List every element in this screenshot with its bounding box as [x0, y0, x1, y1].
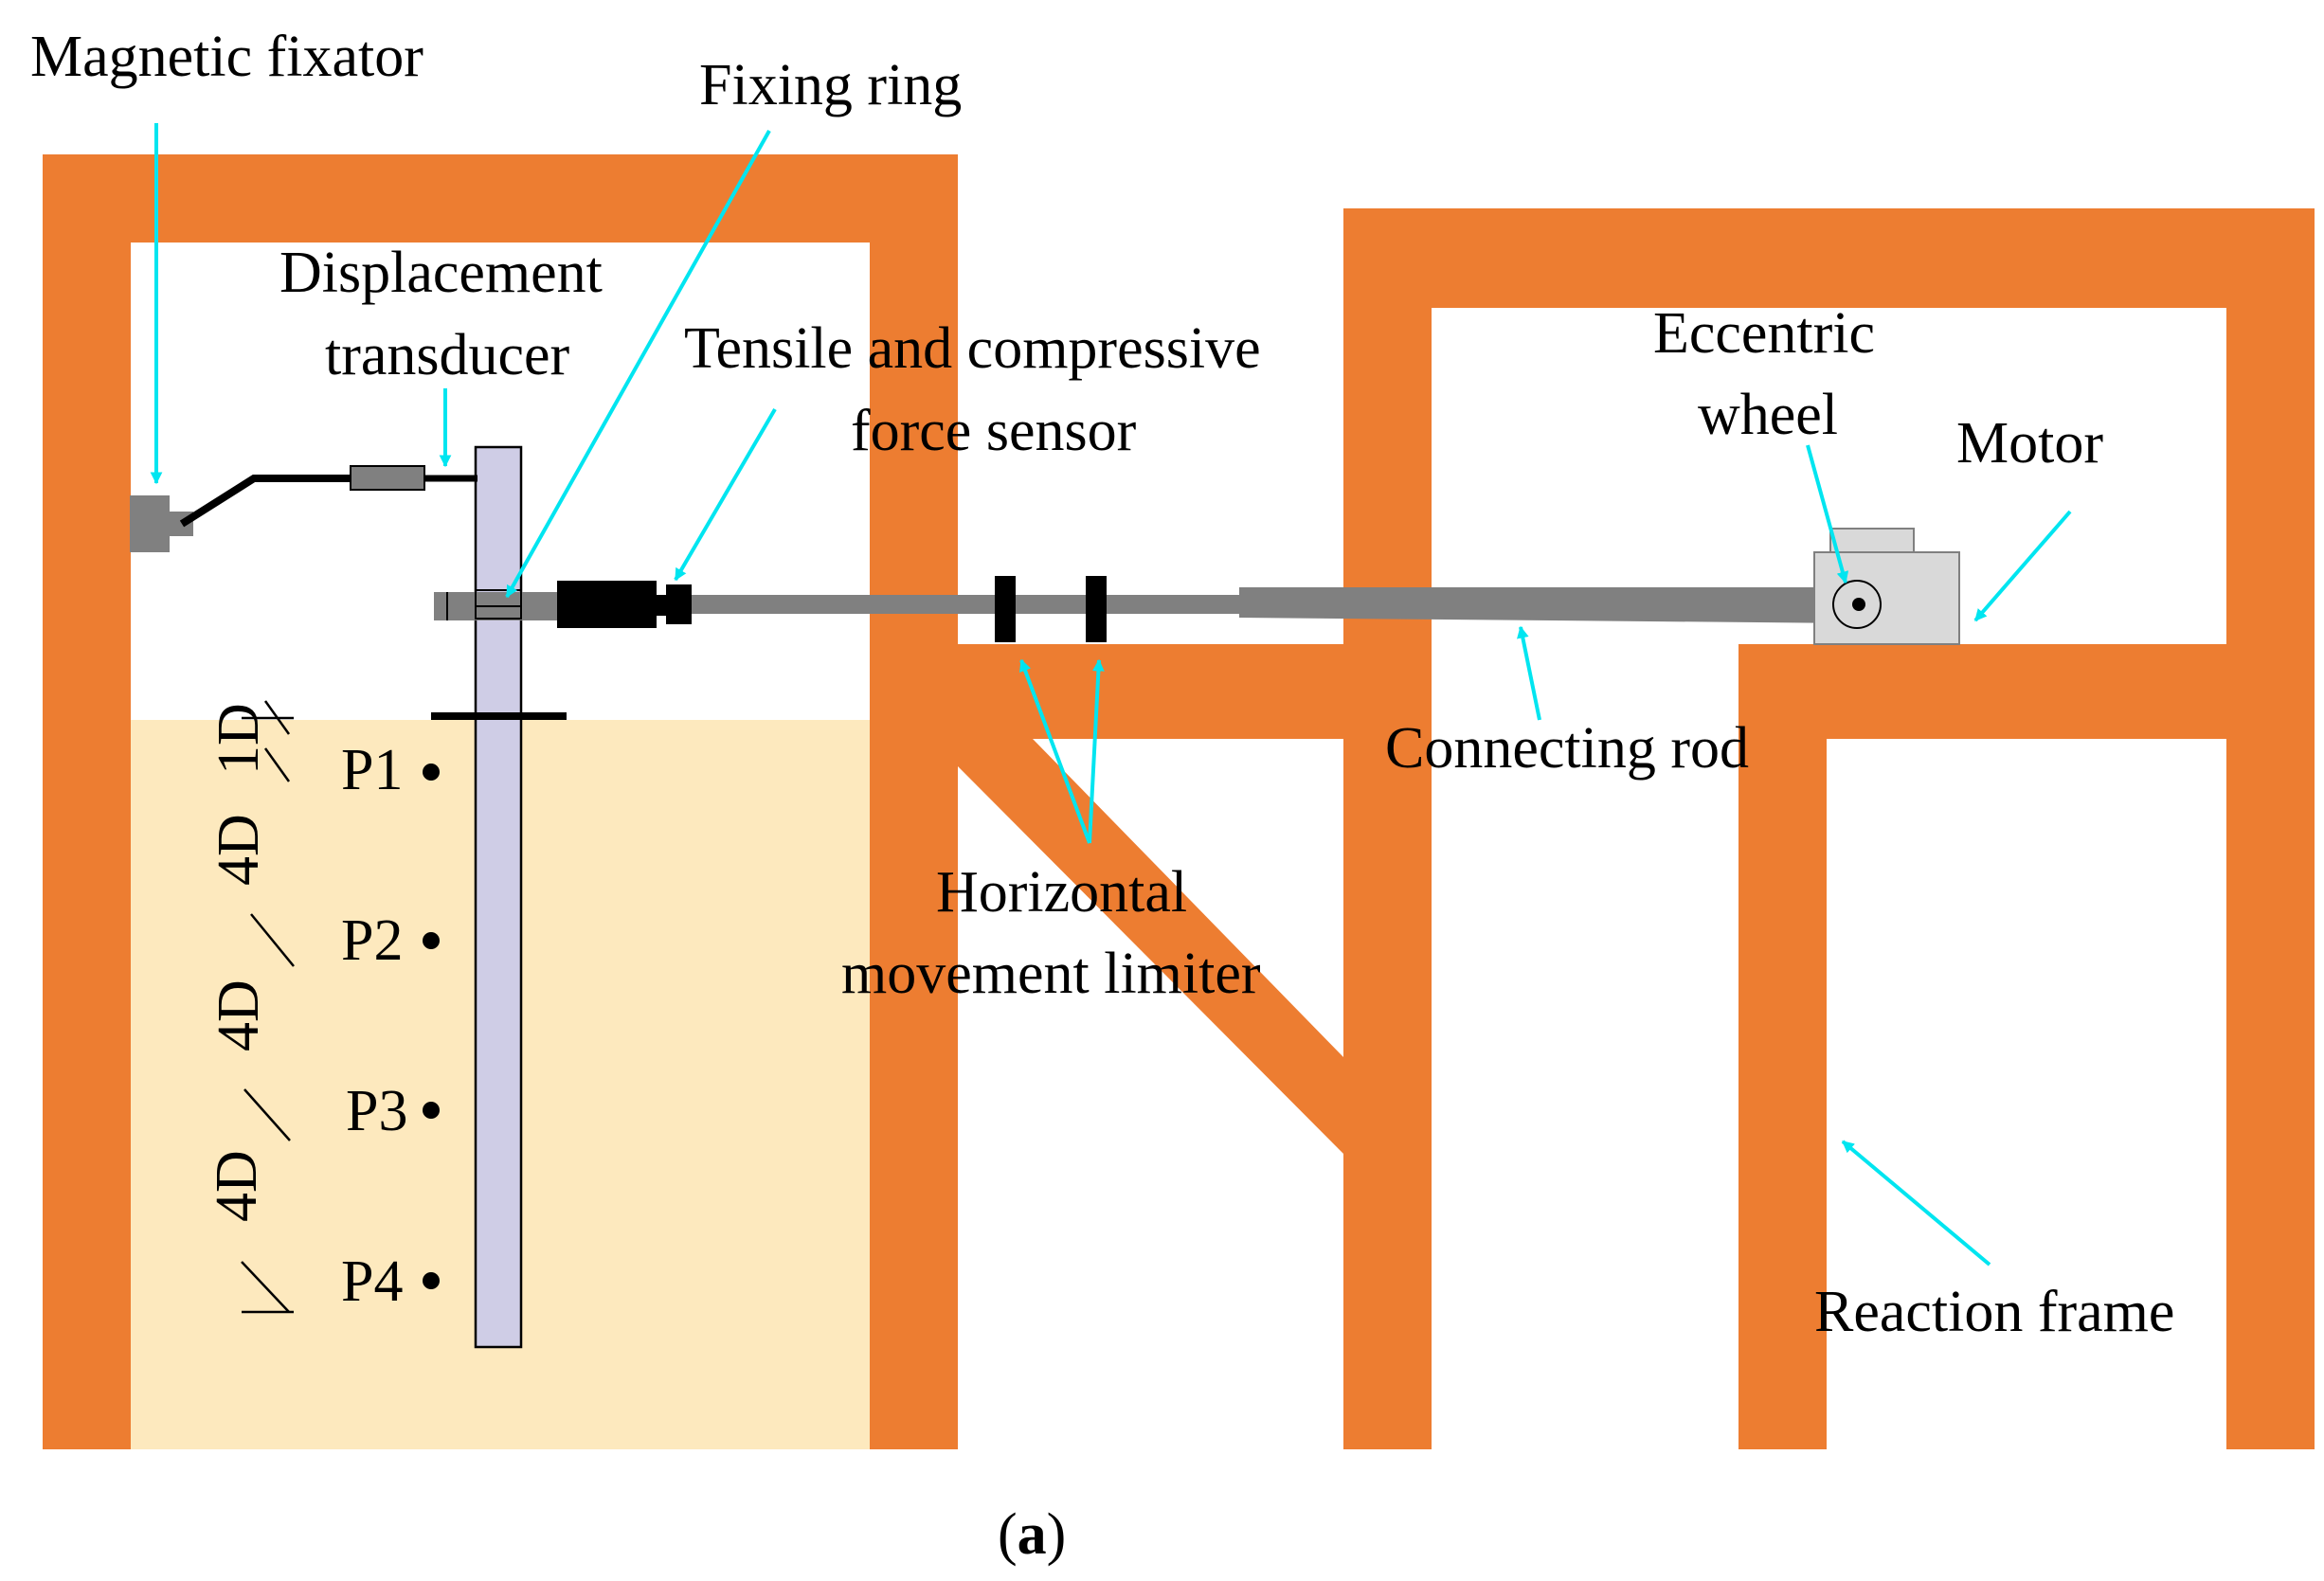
spacing-label-3: 4D [207, 979, 271, 1051]
soil-container-frame [43, 154, 958, 1449]
arrow-connecting-rod [1517, 625, 1541, 721]
figure-caption: (a) [998, 1502, 1066, 1567]
label-limiter-line2: movement limiter [841, 942, 1261, 1006]
arrow-limiter-left [1019, 658, 1091, 844]
label-fixing-ring: Fixing ring [699, 53, 962, 117]
spacing-label-4: 4D [205, 1150, 269, 1222]
arrow-force-sensor [674, 407, 777, 582]
label-displacement-line2: transducer [325, 323, 570, 387]
label-eccentric-line2: wheel [1698, 383, 1838, 447]
label-limiter-line1: Horizontal [936, 860, 1187, 925]
measurement-point-p2: P2 [341, 908, 440, 973]
spacing-label-1: 1D [207, 703, 271, 775]
arrow-eccentric-wheel [1806, 444, 1849, 584]
spacing-dimension-line [241, 700, 295, 1314]
arrow-reaction-frame [1841, 1140, 1991, 1267]
arrow-motor [1973, 510, 2072, 622]
eccentric-wheel [1832, 580, 1882, 629]
label-eccentric-line1: Eccentric [1653, 301, 1875, 366]
svg-text:P3: P3 [346, 1079, 407, 1143]
svg-text:P2: P2 [341, 908, 403, 973]
magnetic-fixator [130, 495, 193, 552]
force-sensor [557, 581, 692, 628]
measurement-point-p4: P4 [341, 1249, 440, 1314]
reaction-frame [1343, 208, 2315, 1449]
displacement-transducer [350, 465, 425, 491]
arrow-fixing-ring [505, 130, 771, 599]
connecting-rod [1239, 587, 1859, 623]
limiter-right [1086, 576, 1107, 642]
label-tensile-line2: force sensor [851, 399, 1137, 463]
label-reaction-frame: Reaction frame [1814, 1280, 2174, 1344]
label-displacement-line1: Displacement [279, 241, 603, 305]
middle-frame [957, 644, 1345, 1156]
transducer-arm [179, 475, 352, 528]
limiter-left [995, 576, 1016, 642]
thin-rod [692, 595, 1241, 614]
label-connecting-rod: Connecting rod [1385, 716, 1749, 781]
spacing-label-2: 4D [207, 814, 271, 886]
svg-text:P1: P1 [341, 738, 403, 802]
measurement-point-p1: P1 [341, 738, 440, 802]
arrow-limiter-right [1088, 658, 1105, 844]
callout-arrows [150, 123, 2072, 1267]
measurement-point-p3: P3 [346, 1079, 440, 1143]
label-motor: Motor [1956, 411, 2103, 476]
svg-text:P4: P4 [341, 1249, 403, 1314]
ground-level-bar [431, 712, 567, 720]
label-magnetic-fixator: Magnetic fixator [30, 25, 423, 89]
label-tensile-line1: Tensile and compressive [684, 316, 1261, 381]
fixing-ring [434, 589, 557, 620]
